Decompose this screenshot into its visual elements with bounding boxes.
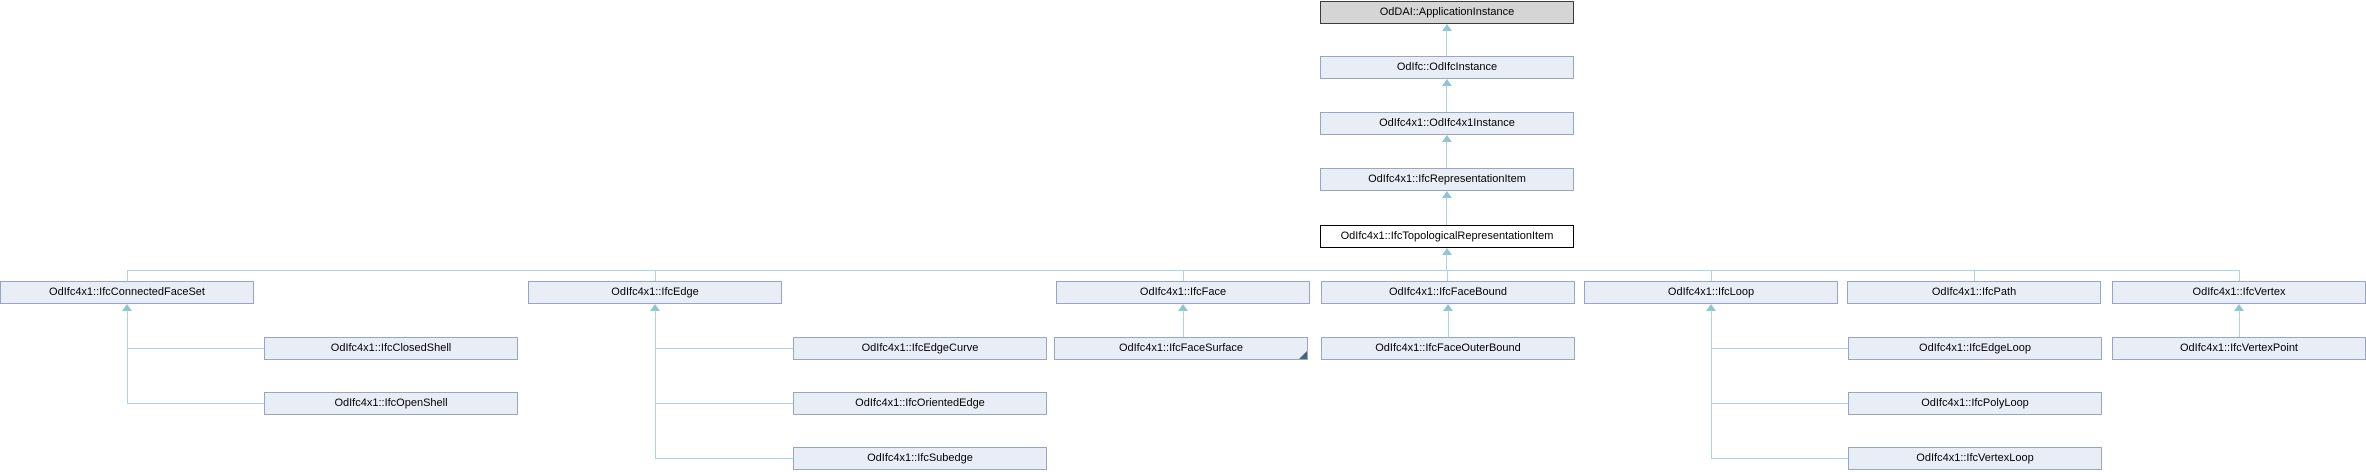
edge-line xyxy=(1183,310,1184,337)
edge-line xyxy=(127,348,264,349)
edge-line xyxy=(655,270,656,281)
edge-line xyxy=(1446,254,1447,271)
class-node-ifc-face-bound[interactable]: OdIfc4x1::IfcFaceBound xyxy=(1321,281,1575,304)
inheritance-arrow-icon xyxy=(1442,79,1452,86)
inheritance-arrow-icon xyxy=(2234,304,2244,311)
class-node-ifc-subedge[interactable]: OdIfc4x1::IfcSubedge xyxy=(793,447,1047,470)
class-node-ifc-poly-loop[interactable]: OdIfc4x1::IfcPolyLoop xyxy=(1848,392,2102,415)
edge-line xyxy=(1711,310,1712,459)
class-node-odifc4x1-instance[interactable]: OdIfc4x1::OdIfc4x1Instance xyxy=(1320,112,1574,135)
class-node-ifc-topological-representation-item: OdIfc4x1::IfcTopologicalRepresentationIt… xyxy=(1320,225,1574,248)
edge-line xyxy=(1711,348,1848,349)
class-node-ifc-edge-curve[interactable]: OdIfc4x1::IfcEdgeCurve xyxy=(793,337,1047,360)
class-node-ifc-face-surface[interactable]: OdIfc4x1::IfcFaceSurface xyxy=(1054,337,1308,360)
edge-line xyxy=(1448,310,1449,337)
inheritance-arrow-icon xyxy=(1442,24,1452,31)
inheritance-arrow-icon xyxy=(122,304,132,311)
class-node-ifc-closed-shell[interactable]: OdIfc4x1::IfcClosedShell xyxy=(264,337,518,360)
edge-line xyxy=(1974,270,1975,281)
class-node-ifc-open-shell[interactable]: OdIfc4x1::IfcOpenShell xyxy=(264,392,518,415)
edge-line xyxy=(655,458,793,459)
edge-line xyxy=(1711,403,1848,404)
edge-line xyxy=(2239,310,2240,337)
edge-line xyxy=(1446,85,1447,112)
class-node-ifc-loop[interactable]: OdIfc4x1::IfcLoop xyxy=(1584,281,1838,304)
class-node-ifc-representation-item[interactable]: OdIfc4x1::IfcRepresentationItem xyxy=(1320,168,1574,191)
inheritance-arrow-icon xyxy=(650,304,660,311)
class-node-odifc-instance[interactable]: OdIfc::OdIfcInstance xyxy=(1320,56,1574,79)
has-subclasses-marker-icon xyxy=(1299,351,1307,359)
class-node-ifc-oriented-edge[interactable]: OdIfc4x1::IfcOrientedEdge xyxy=(793,392,1047,415)
class-node-ifc-vertex-point[interactable]: OdIfc4x1::IfcVertexPoint xyxy=(2112,337,2366,360)
edge-line xyxy=(1447,270,1448,281)
class-node-ifc-vertex-loop[interactable]: OdIfc4x1::IfcVertexLoop xyxy=(1848,447,2102,470)
inheritance-arrow-icon xyxy=(1442,191,1452,198)
edge-line xyxy=(1446,197,1447,225)
edge-line xyxy=(1183,270,1184,281)
edge-line xyxy=(127,270,128,281)
edge-line xyxy=(2239,270,2240,281)
edge-line xyxy=(655,348,793,349)
class-node-ifc-connected-face-set[interactable]: OdIfc4x1::IfcConnectedFaceSet xyxy=(0,281,254,304)
class-node-ifc-face-outer-bound[interactable]: OdIfc4x1::IfcFaceOuterBound xyxy=(1321,337,1575,360)
edge-line xyxy=(1446,141,1447,168)
edge-line xyxy=(127,403,264,404)
inheritance-arrow-icon xyxy=(1178,304,1188,311)
class-node-ifc-edge-loop[interactable]: OdIfc4x1::IfcEdgeLoop xyxy=(1848,337,2102,360)
edge-line xyxy=(1711,270,1712,281)
inheritance-arrow-icon xyxy=(1706,304,1716,311)
edge-line xyxy=(1711,458,1848,459)
inheritance-arrow-icon xyxy=(1442,248,1452,255)
class-node-ifc-vertex[interactable]: OdIfc4x1::IfcVertex xyxy=(2112,281,2366,304)
class-node-ifc-face[interactable]: OdIfc4x1::IfcFace xyxy=(1056,281,1310,304)
inheritance-arrow-icon xyxy=(1442,135,1452,142)
class-node-oddai-application-instance: OdDAI::ApplicationInstance xyxy=(1320,1,1574,24)
class-node-ifc-edge[interactable]: OdIfc4x1::IfcEdge xyxy=(528,281,782,304)
inheritance-arrow-icon xyxy=(1443,304,1453,311)
edge-line xyxy=(655,403,793,404)
edge-line xyxy=(655,310,656,459)
class-node-ifc-path[interactable]: OdIfc4x1::IfcPath xyxy=(1847,281,2101,304)
edge-line xyxy=(1446,30,1447,56)
edge-line xyxy=(127,310,128,404)
